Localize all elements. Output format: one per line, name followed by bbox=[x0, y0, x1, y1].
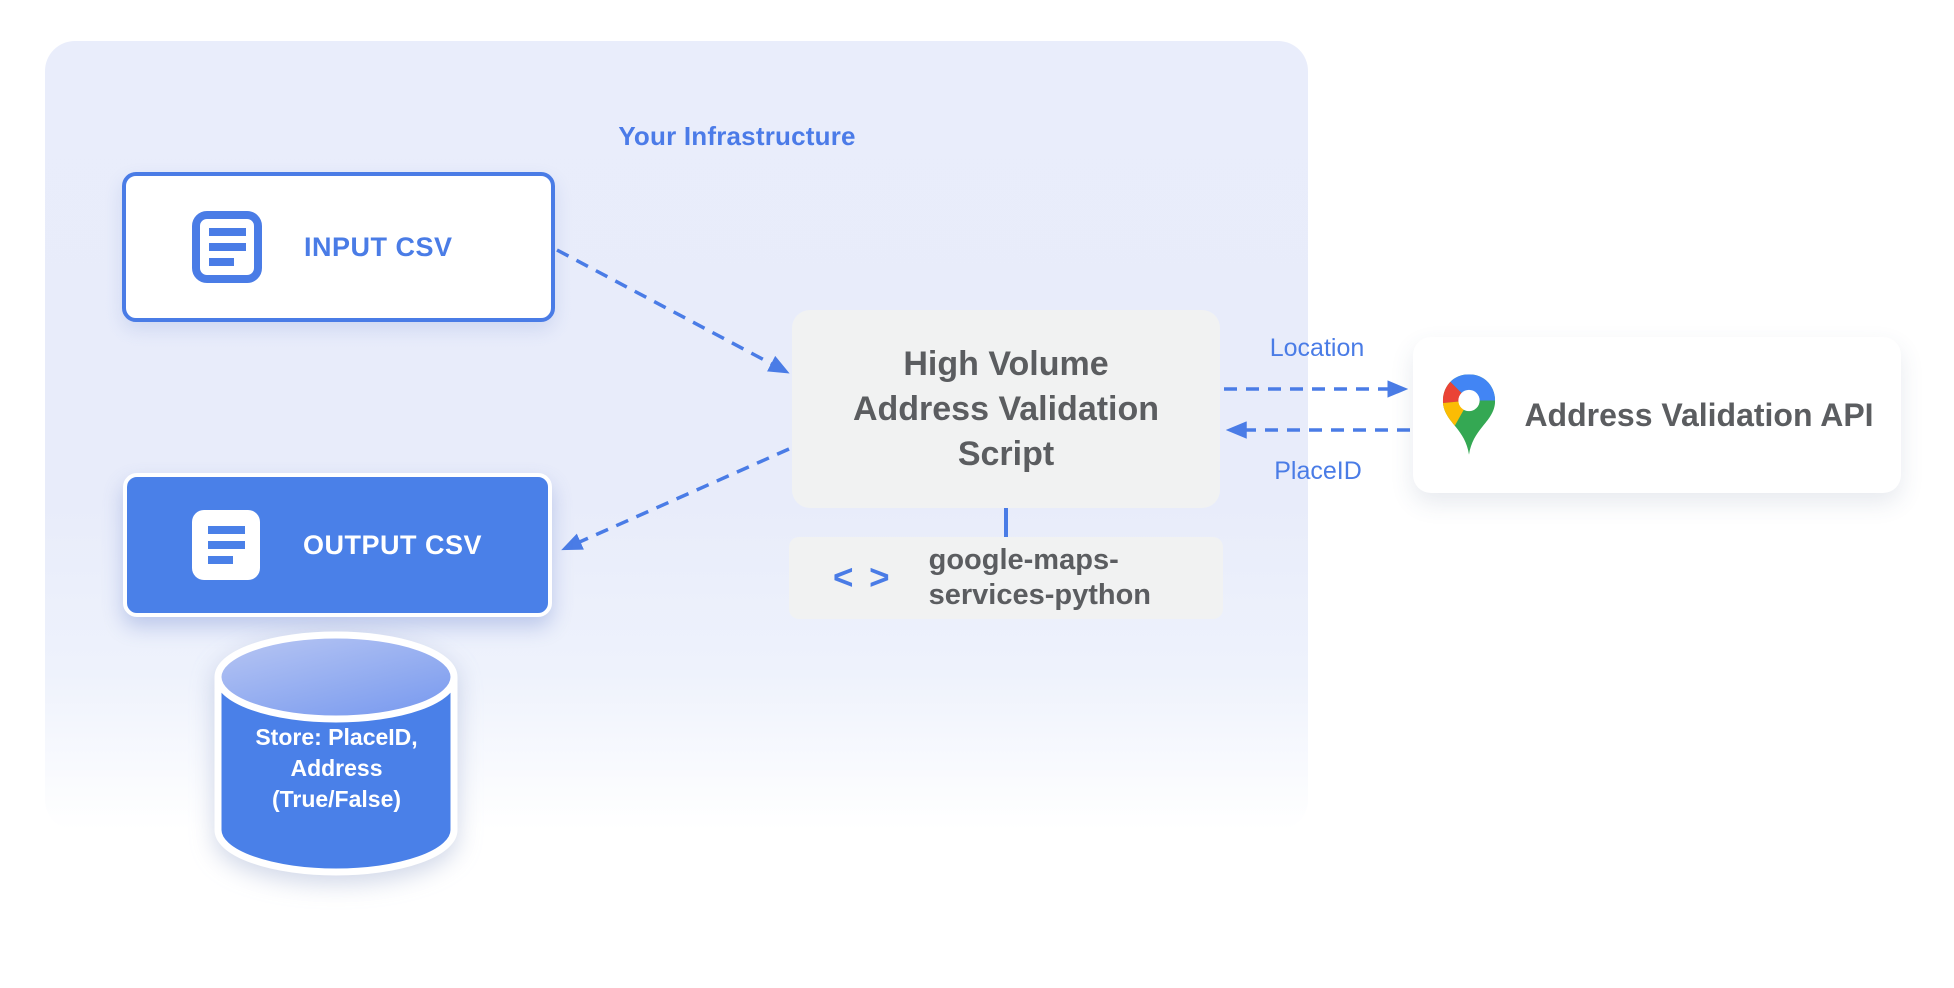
code-icon: < > bbox=[833, 558, 893, 597]
input-csv-node: INPUT CSV bbox=[122, 172, 555, 322]
library-node: < > google-maps- services-python bbox=[789, 537, 1223, 619]
output-csv-label: OUTPUT CSV bbox=[303, 529, 483, 560]
script-library-connector bbox=[1004, 508, 1008, 538]
database-cylinder-icon bbox=[214, 631, 458, 876]
document-icon bbox=[192, 211, 262, 283]
output-csv-node: OUTPUT CSV bbox=[123, 473, 552, 617]
datastore-label: Store: PlaceID, Address (True/False) bbox=[255, 724, 418, 812]
document-icon bbox=[192, 510, 260, 580]
google-maps-pin-icon bbox=[1443, 374, 1496, 455]
input-csv-label: INPUT CSV bbox=[304, 231, 453, 262]
placeid-edge-label: PlaceID bbox=[1274, 457, 1362, 485]
infrastructure-title: Your Infrastructure bbox=[618, 121, 856, 151]
library-label: google-maps- services-python bbox=[928, 544, 1152, 611]
api-label: Address Validation API bbox=[1524, 396, 1874, 433]
api-node: Address Validation API bbox=[1413, 337, 1901, 493]
script-node: High Volume Address Validation Script bbox=[792, 310, 1220, 508]
location-edge-label: Location bbox=[1269, 334, 1365, 362]
script-label: High Volume Address Validation Script bbox=[852, 344, 1160, 473]
